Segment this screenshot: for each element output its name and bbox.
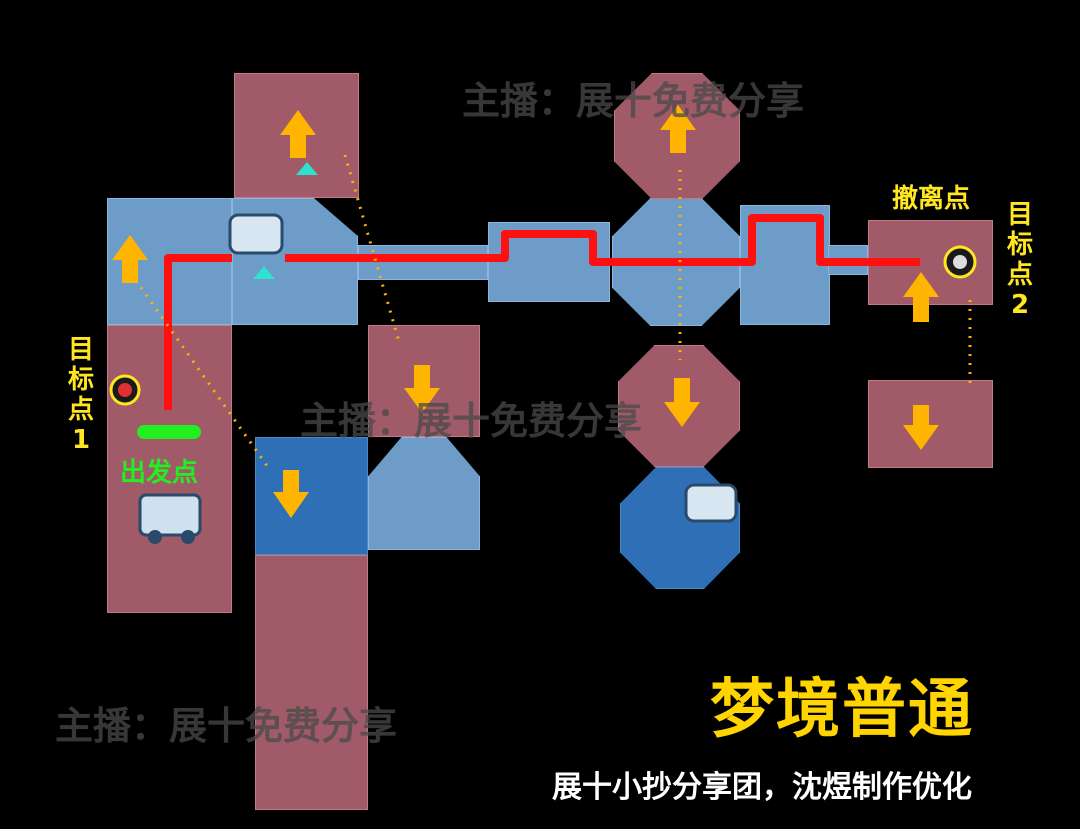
- room-octagon-mid: [618, 345, 740, 467]
- dotted-path-2: [343, 154, 402, 346]
- start-label: 出发点: [120, 458, 199, 488]
- arrow-up-left: [112, 235, 148, 283]
- arrow-up-evac: [903, 272, 939, 322]
- boss-cart-icon-hub: [228, 213, 284, 255]
- route-path-main: [285, 214, 920, 266]
- room-right-lower: [868, 380, 993, 468]
- boss-cart-icon-pool: [684, 483, 738, 523]
- cyan-marker-hub: [253, 266, 275, 279]
- cyan-marker-top: [296, 162, 318, 175]
- dotted-path-1: [118, 257, 272, 471]
- target-2-label: 目 标 点 2: [1006, 200, 1033, 320]
- credit-text: 展十小抄分享团，沈煜制作优化: [552, 770, 972, 805]
- arrow-up-top-left: [280, 110, 316, 158]
- arrow-up-octagon: [660, 105, 696, 153]
- room-long-bottom: [255, 555, 368, 810]
- arrow-down-center: [404, 365, 440, 413]
- room-center-lower: [368, 437, 480, 550]
- start-marker-bar: [137, 425, 201, 439]
- room-lower-left: [255, 437, 368, 555]
- arrow-down-octagon: [664, 378, 700, 427]
- arrow-down-right: [903, 405, 939, 450]
- room-octagon-top: [614, 73, 740, 199]
- corridor-mid: [358, 245, 488, 280]
- watermark-bottom: 主播：展十免费分享: [55, 704, 398, 748]
- map-title: 梦境普通: [710, 673, 974, 747]
- route-path: [164, 254, 232, 410]
- watermark-top: 主播：展十免费分享: [462, 79, 805, 123]
- target-2-marker: [943, 245, 977, 279]
- evac-label: 撤离点: [892, 184, 971, 214]
- truck-icon-start: [138, 493, 202, 544]
- target-1-label: 目 标 点 1: [67, 335, 94, 455]
- arrow-down-lower-left: [273, 470, 309, 518]
- watermark-mid: 主播：展十免费分享: [300, 399, 643, 443]
- target-1-marker: [109, 374, 141, 406]
